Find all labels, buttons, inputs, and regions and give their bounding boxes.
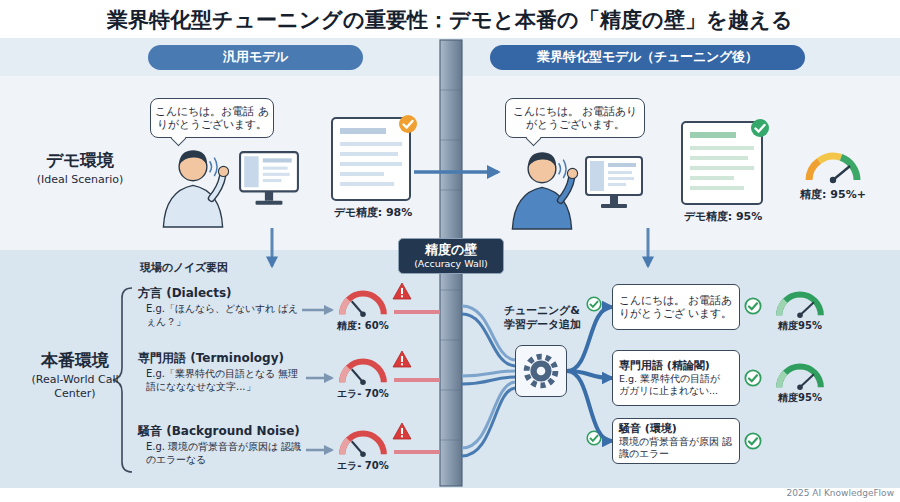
example-text: E.g.「ほんなら、どないすれ ばえぇん？」 xyxy=(146,303,301,328)
result-box: 騒音 (環境)環境の背景音音が原因 認識のエラー xyxy=(612,418,740,464)
noise-factor: 専門用語 (Terminology) xyxy=(138,351,308,366)
node-body: 環境の背景音音が原因 認識のエラー xyxy=(619,436,733,460)
node-heading: 騒音 (環境) xyxy=(619,422,677,436)
node-heading: こんにちは。 お電話ありがとうございます。 xyxy=(510,105,640,131)
down-arrow xyxy=(271,228,274,266)
result-marks-part xyxy=(745,298,760,313)
speech-bubble: こんにちは。お電話 ありがとうございます。 xyxy=(150,98,274,138)
demo-right-scene-part xyxy=(690,176,734,180)
noise-gauges-part xyxy=(306,449,332,452)
node-heading: こんにちは。 お電話ありがとうござ います。 xyxy=(619,294,733,320)
result-marks-part xyxy=(745,370,760,385)
noise-gauges-part xyxy=(306,377,332,380)
row-sublabel: (Ideal Scenario) xyxy=(25,173,135,187)
gauge-label: 精度95% xyxy=(768,392,832,405)
gear-icon xyxy=(516,346,566,396)
demo-left-scene-part xyxy=(332,118,410,200)
column-header: 業界特化型モデル（チューニング後） xyxy=(490,45,805,70)
diagram-title: 業界特化型チューニングの重要性：デモと本番の「精度の壁」を越える xyxy=(0,6,900,34)
demo-right-scene-part xyxy=(809,156,857,183)
demo-right-scene-part xyxy=(682,122,762,204)
noise-gauges xyxy=(302,283,440,457)
demo-right-scene-part xyxy=(690,146,754,150)
noise-gauges-part xyxy=(393,423,411,439)
result-marks-part xyxy=(587,431,601,445)
node-heading: チューニング& 学習データ追加 xyxy=(500,304,584,332)
row-label: 本番環境 xyxy=(25,350,125,371)
demo-right-scene-part xyxy=(512,152,577,229)
noise-gauges-part xyxy=(394,450,440,454)
demo-left-scene-part xyxy=(340,142,402,146)
section-label: 現場のノイズ要因 xyxy=(140,261,270,275)
result-marks-part xyxy=(587,297,601,311)
watermark: 2025 AI KnowledgeFlow xyxy=(756,488,894,499)
noise-gauges-part xyxy=(394,378,440,382)
row-label: デモ環境 xyxy=(30,150,130,171)
flow-arrow xyxy=(567,371,612,441)
node-body: E.g. 業界特代の目語が ガガリに止まれない... xyxy=(619,373,733,397)
noise-gauges-part xyxy=(393,283,411,299)
gauge-label: 精度: 95%+ xyxy=(790,188,876,202)
noise-factor: 方言 (Dialects) xyxy=(138,286,308,301)
noise-gauges-part xyxy=(342,433,384,457)
gauge-label: 精度: 60% xyxy=(323,320,403,333)
down-arrow xyxy=(647,228,650,266)
example-text: E.g. 環境の背景音音が原因は 認識のエラーなる xyxy=(146,441,304,466)
result-box: 専門用語 (精論閣)E.g. 業界特代の目語が ガガリに止まれない... xyxy=(612,350,740,406)
speech-bubble: こんにちは。 お電話ありがとうございます。 xyxy=(505,98,645,138)
result-box: こんにちは。 お電話ありがとうござ います。 xyxy=(612,284,740,330)
demo-right-scene-part xyxy=(751,119,769,137)
result-marks-part xyxy=(779,294,821,318)
demo-right-scene-part xyxy=(690,156,748,160)
gauge-label: エラ- 70% xyxy=(323,460,403,473)
demo-left-scene-part xyxy=(340,182,394,186)
noise-gauges-part xyxy=(342,361,384,385)
node-heading: 精度の壁 xyxy=(425,242,477,258)
gauge-label: エラ- 70% xyxy=(323,388,403,401)
example-text: E.g.「業界特代の目語となる 無理語になななせな文字...」 xyxy=(146,368,304,393)
tuning-box: チューニング& 学習データ追加 xyxy=(515,345,567,397)
node-heading: 専門用語 (精論閣) xyxy=(619,359,710,373)
demo-left-scene-part xyxy=(163,150,228,227)
row-sublabel: (Real-World Call Center) xyxy=(30,373,120,401)
result-marks-part xyxy=(745,433,760,448)
gauge-label: 精度95% xyxy=(768,320,832,333)
demo-right-scene-part xyxy=(690,132,736,138)
accuracy-label: デモ精度: 98% xyxy=(318,206,428,220)
demo-left-scene-part xyxy=(340,172,384,176)
demo-left-scene-part xyxy=(340,162,402,166)
node-heading: 業界特化型モデル（チューニング後） xyxy=(537,49,758,65)
column-header: 汎用モデル xyxy=(148,45,363,70)
bracket xyxy=(113,288,132,472)
result-marks-part xyxy=(779,366,821,390)
tuning-flows-part xyxy=(462,377,515,384)
demo-left-scene-part xyxy=(340,128,386,134)
demo-right-scene-part xyxy=(690,186,744,190)
demo-left-scene-part xyxy=(399,115,417,133)
demo-arrow xyxy=(414,170,498,174)
wall-label-box: 精度の壁(Accuracy Wall) xyxy=(398,238,504,274)
demo-left-scene-part xyxy=(340,152,398,156)
tuning-flows-part xyxy=(462,388,515,456)
accuracy-label: デモ精度: 95% xyxy=(668,210,778,224)
demo-right-scene-part xyxy=(586,157,642,208)
noise-gauges-part xyxy=(302,309,332,312)
flow-arrow xyxy=(567,371,612,378)
tuning-flows-part xyxy=(462,371,515,376)
noise-gauges-part xyxy=(342,293,384,317)
node-heading: 汎用モデル xyxy=(223,49,288,65)
noise-gauges-part xyxy=(393,351,411,367)
noise-gauges-part xyxy=(394,310,440,314)
demo-right-scene-part xyxy=(690,166,754,170)
node-body: (Accuracy Wall) xyxy=(414,258,488,270)
noise-factor: 騒音 (Background Noise) xyxy=(138,424,313,439)
demo-left-scene-part xyxy=(240,152,298,205)
node-heading: こんにちは。お電話 ありがとうございます。 xyxy=(155,105,269,131)
